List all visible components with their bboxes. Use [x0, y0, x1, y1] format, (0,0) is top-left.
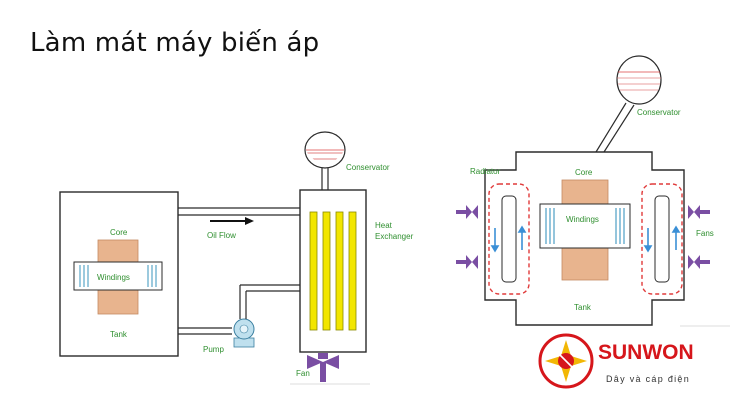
right-windings-label: Windings — [566, 215, 599, 224]
pump-label: Pump — [203, 345, 224, 354]
left-fans-icon — [456, 205, 478, 269]
heat-exchanger-bars — [309, 211, 357, 331]
left-conservator — [304, 131, 346, 169]
right-windings-box — [539, 203, 631, 249]
pump — [233, 318, 255, 348]
right-coil-strips — [545, 208, 625, 244]
sunwon-logo: SUNWON Dây và cáp điện — [538, 333, 694, 389]
page-title: Làm mát máy biến áp — [30, 28, 320, 58]
left-core-label: Core — [110, 228, 128, 237]
radiator-label: Radiator — [470, 167, 501, 176]
oil-circulation-arrows — [490, 225, 681, 253]
right-diagram: Conservator Core Windings Tank Radiator … — [456, 55, 730, 327]
right-core-bottom — [561, 247, 609, 281]
sun-emblem-icon — [545, 340, 587, 382]
right-core-top — [561, 179, 609, 205]
heat-exchanger-label-2: Exchanger — [375, 232, 414, 241]
left-radiator-outline — [488, 183, 530, 295]
left-core-bottom — [97, 289, 139, 315]
left-windings-label: Windings — [97, 273, 130, 282]
oil-flow-arrow — [210, 217, 254, 225]
left-coil-strips — [79, 265, 157, 287]
left-fan-icon — [307, 353, 339, 382]
left-conservator-label: Conservator — [346, 163, 390, 172]
brand-name: SUNWON — [598, 341, 694, 364]
heat-exchanger-label-1: Heat — [375, 221, 393, 230]
oil-flow-label: Oil Flow — [207, 231, 236, 240]
right-conservator — [616, 55, 662, 105]
left-fan-label: Fan — [296, 369, 310, 378]
right-radiator-outline — [641, 183, 683, 295]
left-tank-label: Tank — [110, 330, 128, 339]
brand-tagline: Dây và cáp điện — [606, 374, 690, 384]
right-fans-icon — [688, 205, 710, 269]
fans-label: Fans — [696, 229, 714, 238]
left-windings-box — [73, 261, 163, 291]
right-tank-label: Tank — [574, 303, 592, 312]
right-conservator-label: Conservator — [637, 108, 681, 117]
left-diagram: Core Windings Tank Oil Flow Pump — [59, 131, 414, 385]
right-core-label: Core — [575, 168, 593, 177]
left-core-top — [97, 239, 139, 263]
